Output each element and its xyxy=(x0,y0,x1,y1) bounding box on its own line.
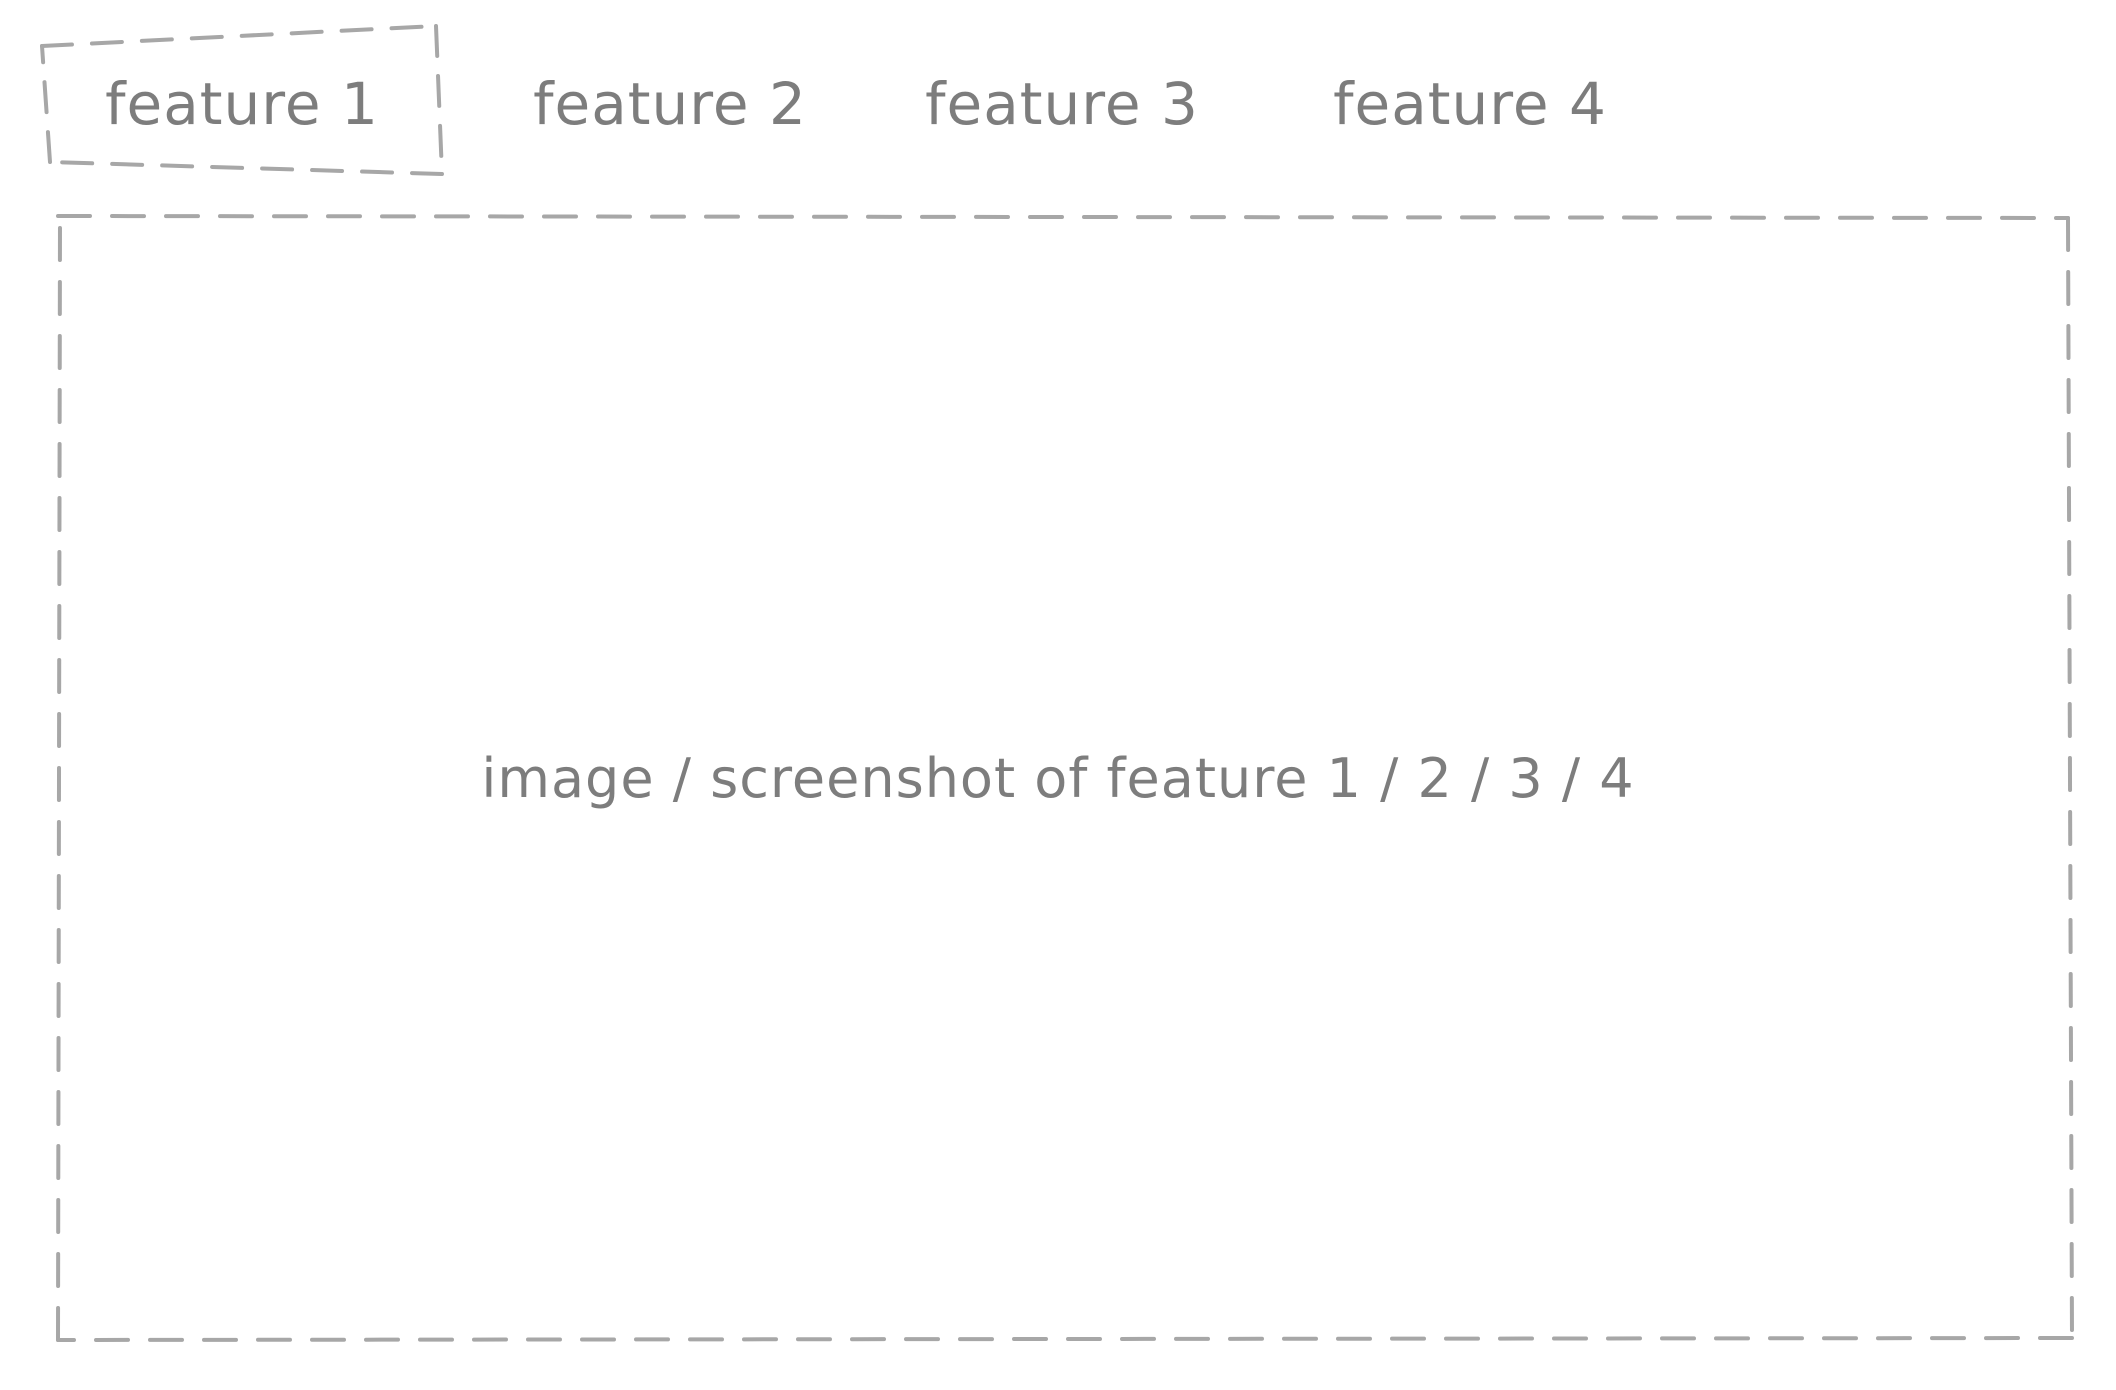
tab-feature-3[interactable]: feature 3 xyxy=(892,40,1232,168)
tab-feature-4-label: feature 4 xyxy=(1333,70,1607,138)
tab-feature-2[interactable]: feature 2 xyxy=(500,40,840,168)
tab-feature-4[interactable]: feature 4 xyxy=(1300,40,1640,168)
tab-feature-3-label: feature 3 xyxy=(925,70,1199,138)
placeholder-text: image / screenshot of feature 1 / 2 / 3 … xyxy=(481,746,1635,810)
tab-feature-2-label: feature 2 xyxy=(533,70,807,138)
tab-feature-1[interactable]: feature 1 xyxy=(42,40,442,168)
tab-feature-1-label: feature 1 xyxy=(105,70,379,138)
feature-image-placeholder: image / screenshot of feature 1 / 2 / 3 … xyxy=(58,214,2058,1338)
